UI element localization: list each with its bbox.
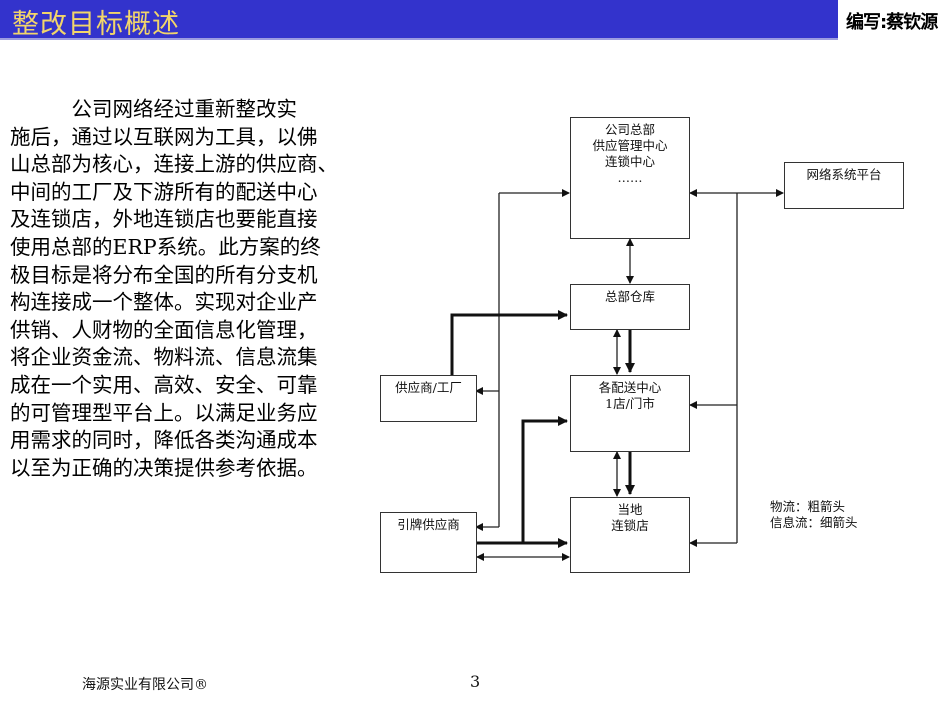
text-line: 将企业资金流、物料流、信息流集: [10, 345, 318, 370]
text-line: 以至为正确的决策提供参考依据。: [10, 455, 318, 480]
body-paragraph: 公司网络经过重新整改实 施后，通过以互联网为工具，以佛 山总部为核心，连接上游的…: [10, 96, 380, 482]
text-line: 构连接成一个整体。实现对企业产: [10, 290, 318, 315]
hq-label: 供应管理中心: [592, 138, 668, 153]
material-arrow-supplier-warehouse: [450, 310, 568, 375]
legend-material: 物流：粗箭头: [770, 499, 846, 514]
header-bar: 整改目标概述: [0, 0, 838, 40]
local-store-label: 连锁店: [611, 518, 649, 533]
legend: 物流：粗箭头 信息流：细箭头: [770, 499, 858, 531]
text-line: 使用总部的ERP系统。此方案的终: [10, 234, 321, 259]
legend-info: 信息流：细箭头: [770, 515, 858, 530]
network-platform-box: 网络系统平台: [784, 162, 904, 209]
supplier-label: 供应商/工厂: [395, 380, 462, 395]
text-line: 山总部为核心，连接上游的供应商、: [10, 152, 338, 177]
text-line: 中间的工厂及下游所有的配送中心: [10, 179, 318, 204]
text-line: 及连锁店，外地连锁店也要能直接: [10, 207, 318, 232]
distribution-box: 各配送中心 1店/门市: [570, 375, 690, 452]
brand-supplier-box: 引牌供应商: [380, 512, 477, 573]
slide-title: 整改目标概述: [12, 9, 180, 40]
author-label: 编写:蔡钦源: [846, 12, 938, 33]
brand-supplier-label: 引牌供应商: [397, 517, 460, 532]
text-line: 用需求的同时，降低各类沟通成本: [10, 428, 318, 453]
hq-label: 公司总部: [604, 122, 655, 137]
hq-label: 连锁中心: [604, 154, 655, 169]
footer-company: 海源实业有限公司®: [82, 677, 208, 693]
text-line: 施后，通过以互联网为工具，以佛: [10, 124, 318, 149]
distribution-label: 各配送中心: [598, 380, 662, 395]
local-store-box: 当地 连锁店: [570, 497, 690, 573]
hq-box: 公司总部 供应管理中心 连锁中心 ……: [570, 117, 690, 239]
warehouse-label: 总部仓库: [604, 289, 655, 304]
supplier-box: 供应商/工厂: [380, 375, 477, 422]
text-line: 供销、人财物的全面信息化管理，: [10, 317, 318, 342]
text-line: 成在一个实用、高效、安全、可靠: [10, 372, 318, 397]
warehouse-box: 总部仓库: [570, 284, 690, 330]
text-line: 极目标是将分布全国的所有分支机: [10, 262, 318, 287]
text-line: 公司网络经过重新整改实: [10, 97, 297, 121]
local-store-label: 当地: [617, 502, 643, 517]
page-number: 3: [470, 672, 481, 691]
distribution-label: 1店/门市: [605, 396, 655, 411]
network-label: 网络系统平台: [806, 167, 882, 182]
hq-label: ……: [617, 170, 643, 185]
text-line: 的可管理型平台上。以满足业务应: [10, 400, 318, 425]
material-arrow-brand-distribution: [521, 416, 568, 543]
